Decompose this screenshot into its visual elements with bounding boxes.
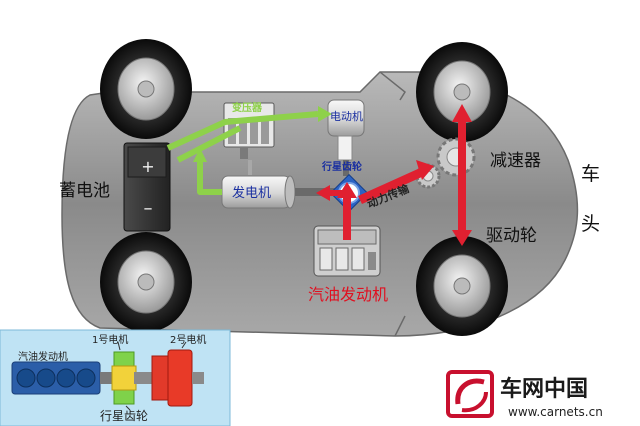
label-generator: 发电机: [232, 185, 271, 201]
wheel-front-top: [416, 42, 508, 142]
motor: [327, 99, 365, 176]
green-flow-arrows: [166, 106, 332, 195]
inset-label-motor2: 2号电机: [170, 333, 206, 346]
inset-label-motor1: 1号电机: [92, 333, 128, 346]
inset-label-engine: 汽油发动机: [18, 350, 68, 363]
battery-plus: +: [141, 157, 154, 176]
label-planetary-gear: 行星齿轮: [321, 160, 362, 173]
label-car-head-2: 头: [581, 213, 600, 235]
generator: [221, 175, 337, 209]
label-inverter: 变压器: [232, 101, 263, 114]
wheel-rear-bottom: [100, 232, 192, 332]
logo-url: www.carnets.cn: [508, 405, 603, 419]
battery-minus: –: [144, 198, 153, 219]
logo-name: 车网中国: [500, 376, 588, 402]
label-battery: 蓄电池: [59, 181, 110, 201]
wheel-front-bottom: [416, 236, 508, 336]
battery: + –: [123, 142, 171, 232]
inset-label-planetary-gear: 行星齿轮: [100, 409, 148, 423]
inset-diagram: 汽油发动机 1号电机 2号电机 行星齿轮: [0, 329, 231, 426]
carnets-logo: 车网中国 www.carnets.cn: [446, 370, 603, 419]
label-reducer: 减速器: [490, 151, 541, 171]
label-car-head-1: 车: [581, 163, 600, 185]
label-drive-wheel: 驱动轮: [486, 226, 537, 246]
red-flow-arrows: [316, 104, 472, 246]
engine: [313, 225, 381, 277]
wheel-rear-top: [100, 39, 192, 139]
label-gasoline-engine: 汽油发动机: [308, 285, 388, 304]
label-motor: 电动机: [330, 109, 363, 123]
